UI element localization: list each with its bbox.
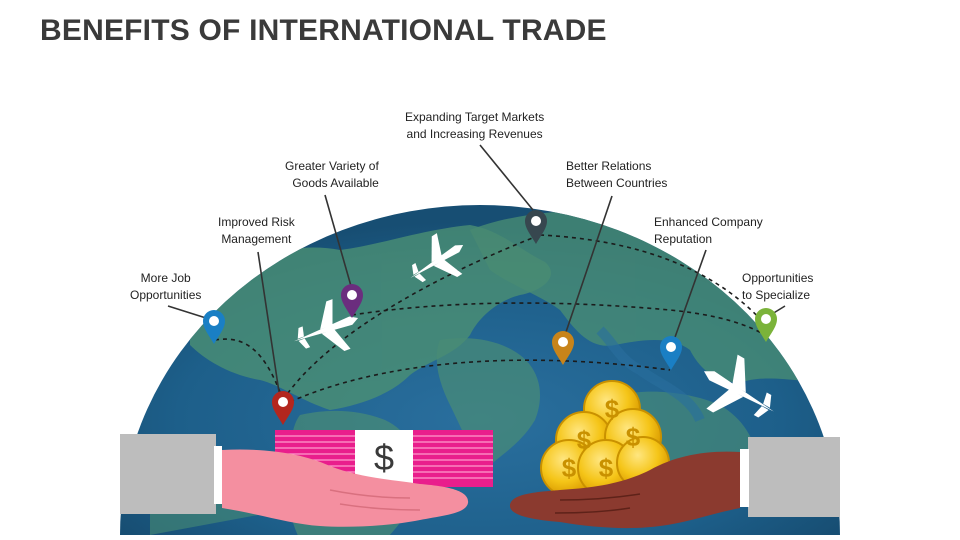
leader-lines: [167, 144, 786, 393]
benefit-label-variety-of-goods: Greater Variety of Goods Available: [285, 159, 379, 190]
coin-symbol: $: [562, 453, 577, 483]
location-pin-icon: [203, 310, 225, 344]
airplane-icon: [293, 299, 359, 352]
benefit-label-better-relations: Better Relations Between Countries: [566, 159, 668, 190]
coin-symbol: $: [605, 394, 620, 424]
banknote-symbol: $: [374, 437, 394, 478]
page-title: BENEFITS OF INTERNATIONAL TRADE: [40, 14, 607, 47]
coin-symbol: $: [577, 425, 592, 455]
giving-hand-left: [120, 434, 469, 527]
flight-routes: [214, 234, 771, 406]
giving-hand-right: [510, 437, 840, 529]
location-pin-icon: [272, 391, 294, 425]
benefit-label-target-markets: Expanding Target Markets and Increasing …: [405, 110, 545, 141]
airplane-icon: [410, 233, 464, 283]
location-pin-icon: [660, 336, 682, 370]
location-pin-icon: [755, 308, 777, 342]
coin-stack: [540, 380, 670, 497]
coin-symbol: $: [599, 453, 614, 483]
benefit-label-company-reputation: Enhanced Company Reputation: [654, 215, 763, 246]
coin-symbol: $: [626, 422, 641, 452]
benefit-label-risk-management: Improved Risk Management: [218, 215, 295, 246]
benefit-label-job-opportunities: More Job Opportunities: [130, 271, 202, 302]
airplane-icon: [703, 354, 774, 418]
location-pin-icon: [552, 331, 574, 365]
benefit-label-specialize: Opportunities to Specialize: [742, 271, 814, 302]
location-pin-icon: [341, 284, 363, 318]
location-pin-icon: [525, 210, 547, 244]
